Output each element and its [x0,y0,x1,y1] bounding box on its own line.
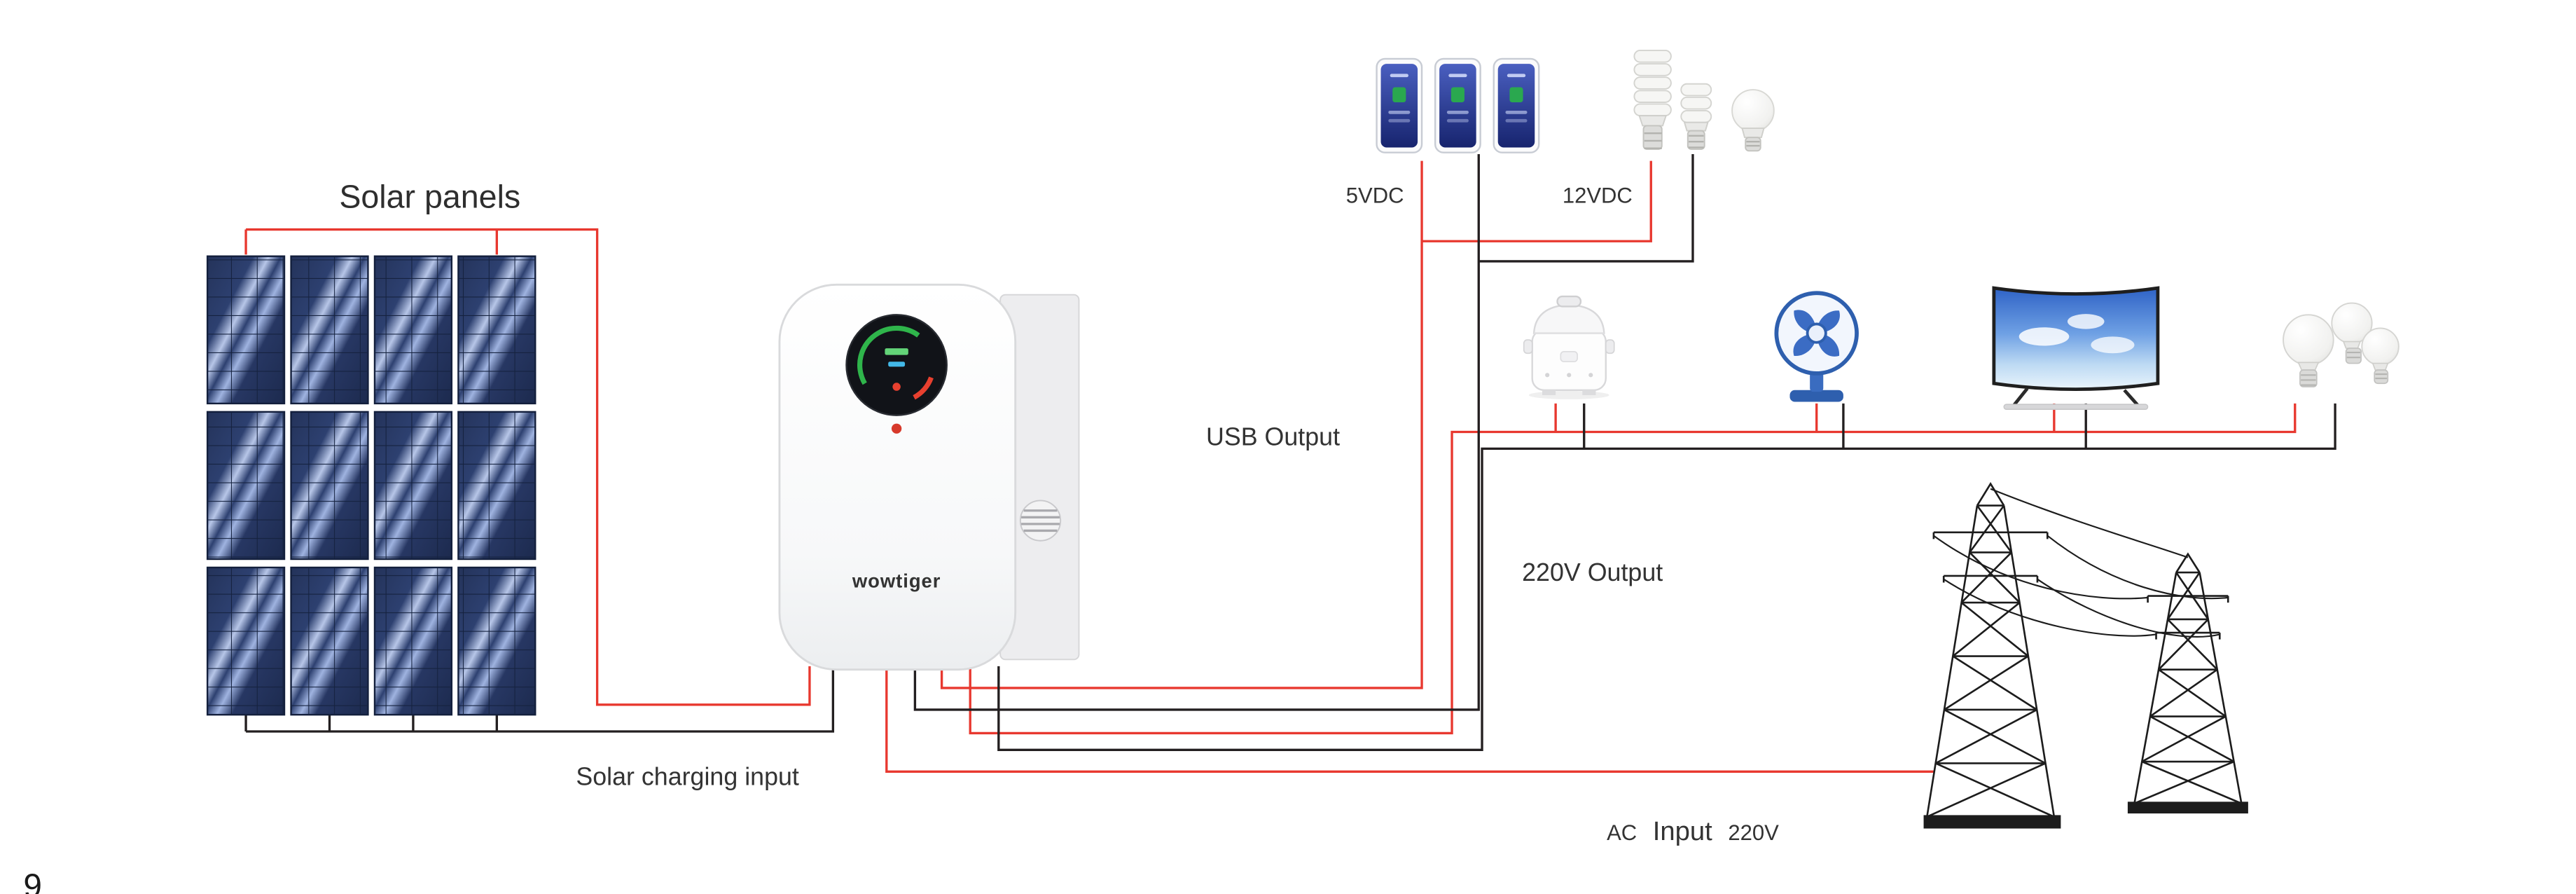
curved-tv-icon [1992,286,2160,410]
wires-positive [244,160,2297,773]
cfl-bulb-icon [1633,50,1672,150]
inverter-vent-icon [1019,500,1062,542]
desk-fan-icon [1774,291,1859,402]
inverter-indicator-light [891,423,902,434]
label-solar-charging-input: Solar charging input [576,762,799,790]
transmission-towers-icon [1923,482,2248,829]
smartphone-icon [1376,57,1423,153]
diagram-labels: Solar panels Solar charging input USB Ou… [23,178,1779,894]
wire-220v-output-positive [969,403,2297,735]
inverter-brand-logo: wowtiger [852,570,941,592]
wire-ac-input [885,666,1934,773]
label-12vdc: 12VDC [1563,183,1633,207]
led-bulb-icon [1731,89,1775,152]
label-220v-output: 220V Output [1522,558,1663,586]
inverter-unit: wowtiger [778,283,1080,671]
wires-negative [244,154,2336,751]
label-ac-input: AC Input 220V [1607,816,1779,846]
wire-solar-charge-positive [244,228,811,706]
led-bulb-group-icon [2283,302,2400,387]
smartphone-group [1376,57,1540,153]
wire-usb-5v-negative [913,154,1694,711]
cfl-bulb-icon [1680,83,1712,150]
wire-220v-output-negative [997,403,2336,751]
label-5vdc: 5VDC [1346,183,1404,207]
smartphone-icon [1434,57,1481,153]
label-solar-panels: Solar panels [339,178,520,214]
rice-cooker-icon [1523,295,1615,399]
wire-usb-5v-positive [940,160,1652,689]
power-line-wires [1933,488,2229,638]
label-usb-output: USB Output [1206,423,1340,451]
smartphone-icon [1493,57,1540,153]
wire-solar-charge-negative [244,666,835,733]
dc-bulb-group [1633,50,1775,152]
inverter-body [778,283,1017,671]
solar-panel-array [206,255,536,716]
page-number: 9 [23,867,42,894]
